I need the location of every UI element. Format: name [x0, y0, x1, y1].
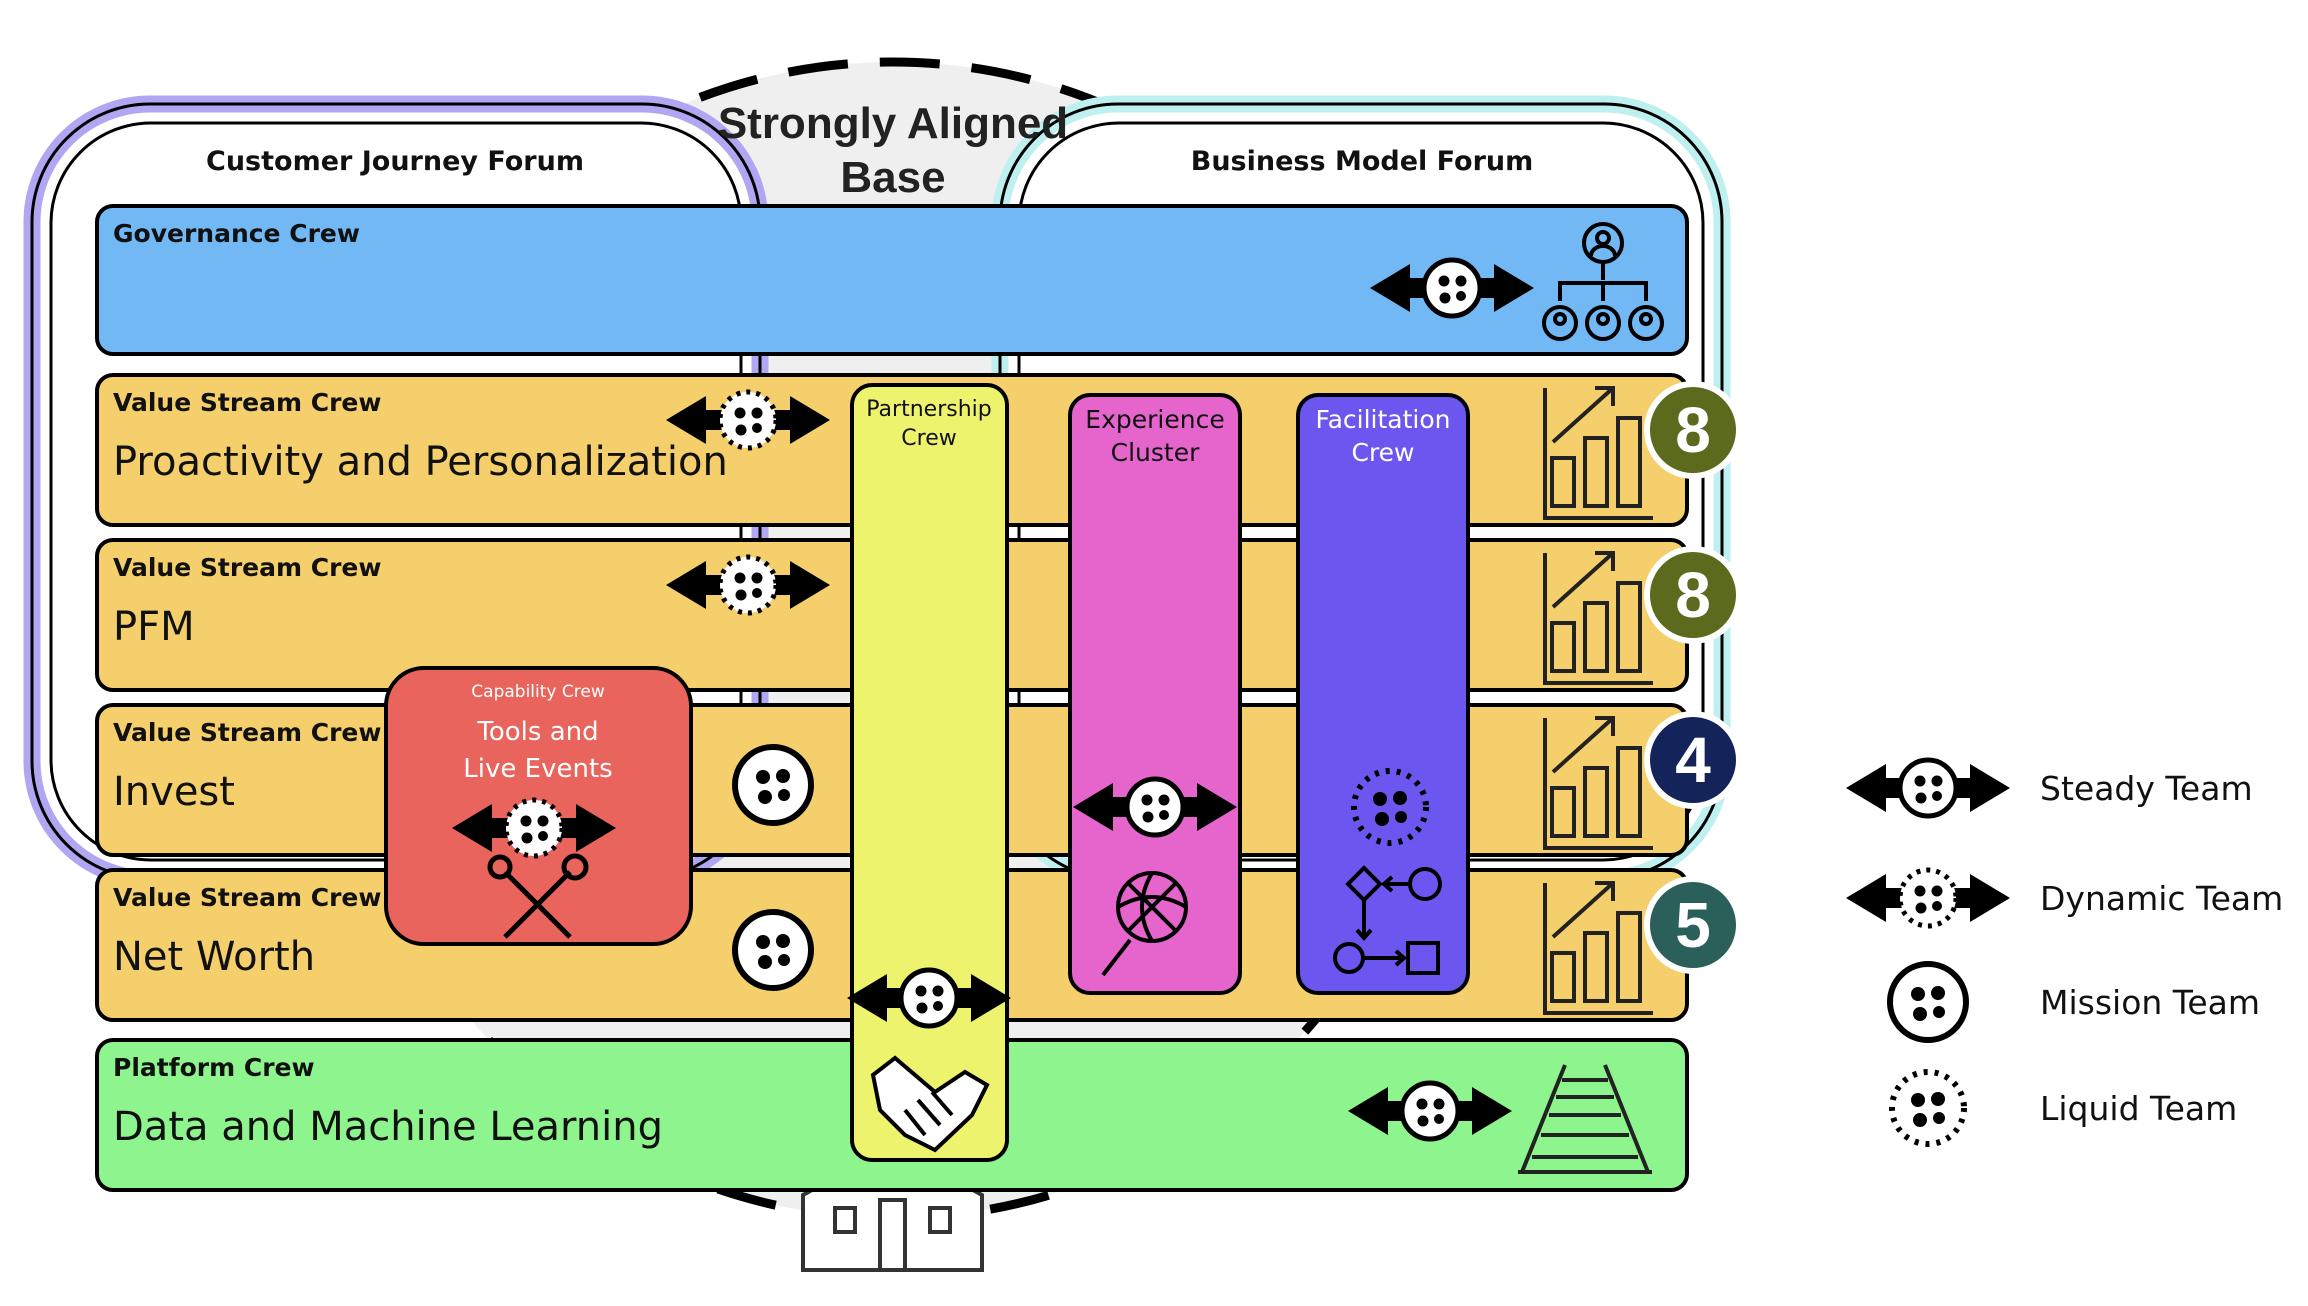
value-stream-crew-label: Value Stream Crew	[113, 388, 381, 417]
crew-count-badge: 4	[1644, 711, 1742, 809]
partnership-crew: Partnership Crew	[847, 383, 1011, 1162]
legend-label: Steady Team	[2040, 769, 2253, 808]
value-stream-crew-label: Value Stream Crew	[113, 553, 381, 582]
value-stream-crew-label: Value Stream Crew	[113, 883, 381, 912]
base-title-line2: Base	[840, 153, 945, 202]
experience-cluster: Experience Cluster	[1068, 393, 1242, 995]
value-stream-name: Proactivity and Personalization	[113, 439, 728, 485]
liquid-team-icon	[1892, 1072, 1964, 1144]
capability-crew: Capability Crew Tools and Live Events	[384, 666, 693, 946]
legend-item: Steady Team	[1846, 760, 2253, 816]
crew-count-badge: 5	[1644, 876, 1742, 974]
legend-item: Mission Team	[1890, 964, 2260, 1040]
legend-label: Dynamic Team	[2040, 879, 2283, 918]
value-stream-crew-label: Value Stream Crew	[113, 718, 381, 747]
legend-label: Liquid Team	[2040, 1089, 2237, 1128]
platform-crew-label: Platform Crew	[113, 1053, 315, 1082]
handshake-icon	[870, 1055, 990, 1153]
platform-crew-name: Data and Machine Learning	[113, 1104, 663, 1150]
org-chart-icon	[1542, 222, 1664, 341]
crew-count-value: 8	[1675, 394, 1711, 466]
railway-track-icon	[1518, 1064, 1652, 1174]
facilitation-crew-line1: Facilitation	[1316, 405, 1451, 434]
experience-cluster-line1: Experience	[1085, 405, 1224, 434]
partnership-crew-line2: Crew	[901, 426, 956, 451]
facilitation-crew-line2: Crew	[1351, 438, 1414, 467]
facilitation-crew: Facilitation Crew	[1296, 393, 1470, 995]
steady-team-icon	[1846, 760, 2010, 816]
partnership-crew-line1: Partnership	[866, 397, 991, 422]
capability-crew-line1: Tools and	[476, 717, 598, 747]
value-stream-name: PFM	[113, 604, 195, 650]
legend-label: Mission Team	[2040, 983, 2260, 1022]
value-stream-name: Invest	[113, 769, 235, 815]
crew-count-value: 8	[1675, 559, 1711, 631]
governance-crew-label: Governance Crew	[113, 219, 360, 248]
dynamic-team-icon	[1846, 870, 2010, 926]
hibiscus-flower-icon	[1101, 871, 1188, 977]
mission-team-icon	[735, 912, 811, 988]
legend-item: Liquid Team	[1892, 1072, 2237, 1144]
base-title-line1: Strongly Aligned	[718, 99, 1068, 148]
capability-crew-line2: Live Events	[463, 754, 612, 784]
crew-count-badge: 8	[1644, 546, 1742, 644]
house-icon	[801, 1178, 984, 1272]
experience-cluster-line2: Cluster	[1111, 438, 1200, 467]
crew-count-value: 4	[1675, 724, 1711, 796]
crew-count-value: 5	[1675, 889, 1711, 961]
customer-journey-forum-label: Customer Journey Forum	[206, 146, 584, 177]
mission-team-icon	[1890, 964, 1966, 1040]
tools-icon	[487, 853, 589, 939]
mission-team-icon	[735, 747, 811, 823]
business-model-forum-label: Business Model Forum	[1191, 146, 1533, 177]
governance-crew: Governance Crew	[95, 204, 1689, 356]
legend-item: Dynamic Team	[1846, 870, 2283, 926]
capability-crew-title: Capability Crew	[471, 682, 605, 702]
value-stream-name: Net Worth	[113, 934, 315, 980]
crew-count-badge: 8	[1644, 381, 1742, 479]
process-flow-icon	[1333, 865, 1442, 975]
